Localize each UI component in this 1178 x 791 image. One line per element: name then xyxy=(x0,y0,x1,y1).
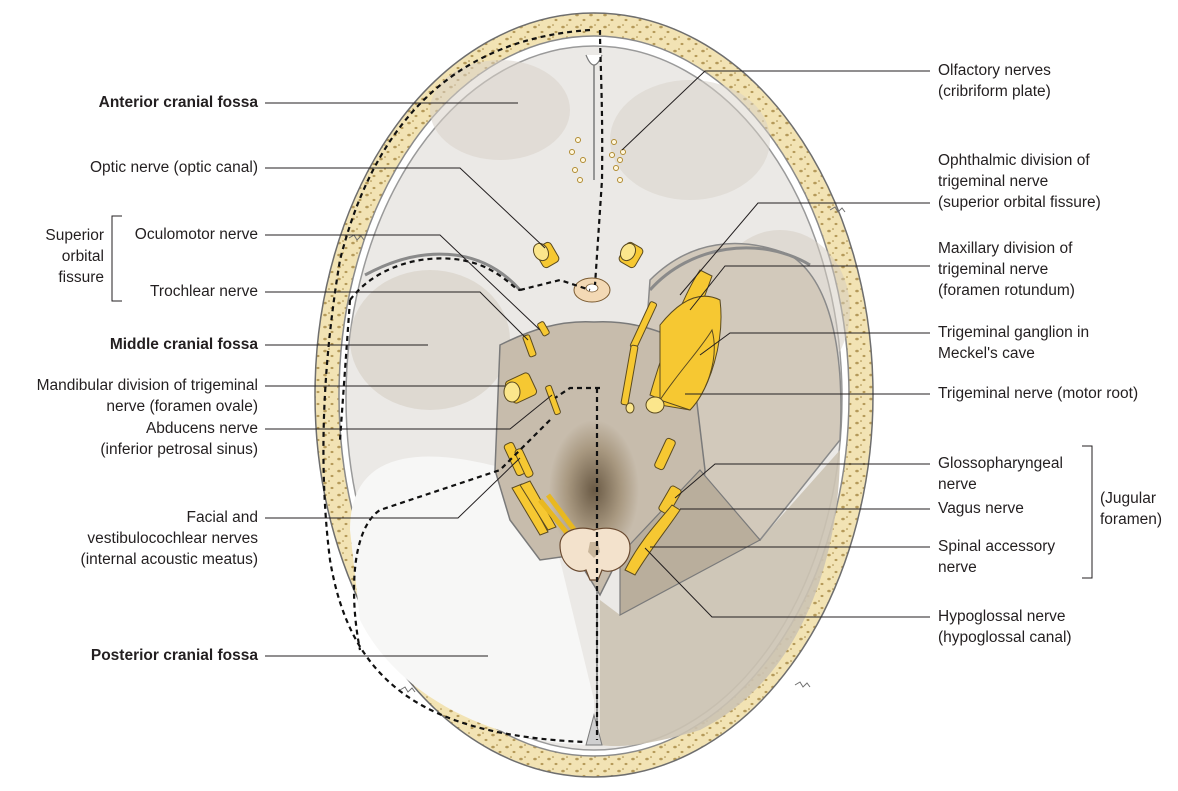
svg-text:(inferior petrosal sinus): (inferior petrosal sinus) xyxy=(100,441,258,458)
svg-text:(hypoglossal canal): (hypoglossal canal) xyxy=(938,629,1072,646)
svg-text:nerve: nerve xyxy=(938,559,977,576)
svg-text:Facial and: Facial and xyxy=(186,509,258,526)
label-facial-vestibulocochlear: Facial and vestibulocochlear nerves (int… xyxy=(81,509,259,568)
svg-text:(internal acoustic meatus): (internal acoustic meatus) xyxy=(81,551,258,568)
label-trigeminal-motor-root: Trigeminal nerve (motor root) xyxy=(938,385,1138,402)
label-maxillary-division: Maxillary division of trigeminal nerve (… xyxy=(938,240,1075,299)
label-spinal-accessory-nerve: Spinal accessory nerve xyxy=(938,538,1055,576)
bracket-jugular-foramen xyxy=(1082,446,1092,578)
svg-text:Hypoglossal nerve: Hypoglossal nerve xyxy=(938,608,1066,625)
label-superior-orbital-fissure: Superior orbital fissure xyxy=(45,227,104,286)
svg-text:vestibulocochlear nerves: vestibulocochlear nerves xyxy=(87,530,258,547)
svg-text:(cribriform plate): (cribriform plate) xyxy=(938,83,1051,100)
svg-text:Superior: Superior xyxy=(45,227,104,244)
svg-text:Meckel's cave: Meckel's cave xyxy=(938,345,1035,362)
svg-text:Ophthalmic division of: Ophthalmic division of xyxy=(938,152,1090,169)
label-mandibular-division: Mandibular division of trigeminal nerve … xyxy=(37,377,258,415)
label-anterior-cranial-fossa: Anterior cranial fossa xyxy=(99,94,259,111)
label-glossopharyngeal-nerve: Glossopharyngeal nerve xyxy=(938,455,1063,493)
label-ophthalmic-division: Ophthalmic division of trigeminal nerve … xyxy=(938,152,1101,211)
label-posterior-cranial-fossa: Posterior cranial fossa xyxy=(91,647,259,664)
label-hypoglossal-nerve: Hypoglossal nerve (hypoglossal canal) xyxy=(938,608,1072,646)
label-vagus-nerve: Vagus nerve xyxy=(938,500,1024,517)
svg-text:(Jugular: (Jugular xyxy=(1100,490,1156,507)
svg-text:Maxillary division of: Maxillary division of xyxy=(938,240,1073,257)
svg-text:Trigeminal ganglion in: Trigeminal ganglion in xyxy=(938,324,1089,341)
svg-text:trigeminal nerve: trigeminal nerve xyxy=(938,261,1048,278)
svg-text:orbital: orbital xyxy=(62,248,104,265)
svg-text:foramen): foramen) xyxy=(1100,511,1162,528)
label-oculomotor-nerve: Oculomotor nerve xyxy=(135,226,258,243)
label-abducens-nerve: Abducens nerve (inferior petrosal sinus) xyxy=(100,420,258,458)
label-jugular-foramen: (Jugular foramen) xyxy=(1100,490,1162,528)
label-olfactory-nerves: Olfactory nerves (cribriform plate) xyxy=(938,62,1051,100)
bracket-superior-orbital-fissure xyxy=(112,216,122,301)
label-optic-nerve: Optic nerve (optic canal) xyxy=(90,159,258,176)
svg-text:(superior orbital fissure): (superior orbital fissure) xyxy=(938,194,1101,211)
svg-text:Mandibular division of trigemi: Mandibular division of trigeminal xyxy=(37,377,258,394)
svg-text:trigeminal nerve: trigeminal nerve xyxy=(938,173,1048,190)
svg-text:Spinal accessory: Spinal accessory xyxy=(938,538,1055,555)
label-trigeminal-ganglion: Trigeminal ganglion in Meckel's cave xyxy=(938,324,1089,362)
svg-text:nerve (foramen ovale): nerve (foramen ovale) xyxy=(106,398,258,415)
label-trochlear-nerve: Trochlear nerve xyxy=(150,283,258,300)
svg-text:fissure: fissure xyxy=(58,269,104,286)
svg-text:Abducens nerve: Abducens nerve xyxy=(146,420,258,437)
svg-text:Glossopharyngeal: Glossopharyngeal xyxy=(938,455,1063,472)
label-middle-cranial-fossa: Middle cranial fossa xyxy=(110,336,259,353)
svg-text:Olfactory nerves: Olfactory nerves xyxy=(938,62,1051,79)
svg-text:(foramen rotundum): (foramen rotundum) xyxy=(938,282,1075,299)
svg-text:nerve: nerve xyxy=(938,476,977,493)
